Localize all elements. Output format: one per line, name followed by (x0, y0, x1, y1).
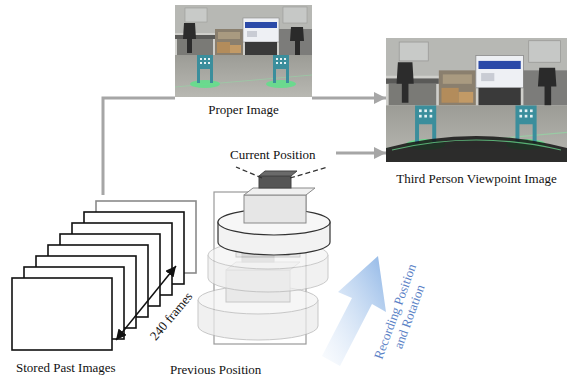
image-panel: Proper Image (175, 5, 312, 120)
image-stack: Stored Past Images (10, 195, 188, 380)
recording-note: Recording Position and Rotation (368, 255, 436, 373)
node-caption-2: Previous Position (170, 362, 261, 377)
photo (175, 5, 312, 97)
node-caption: Third Person Viewpoint Image (396, 171, 556, 186)
node-caption: Current Position (230, 147, 316, 162)
flow-arrow (312, 97, 386, 100)
frame-stack (12, 201, 196, 350)
robot-trail (198, 167, 330, 344)
frame-count: 240 frames (147, 289, 196, 343)
flow-arrow (336, 152, 386, 155)
flow-arrow (103, 98, 175, 195)
image-panel: Third Person Viewpoint Image (386, 38, 567, 193)
photo (386, 38, 567, 162)
node-caption: Proper Image (208, 102, 278, 117)
robot-figure: Current PositionPrevious Position (168, 145, 336, 380)
node-caption: Stored Past Images (16, 360, 116, 375)
